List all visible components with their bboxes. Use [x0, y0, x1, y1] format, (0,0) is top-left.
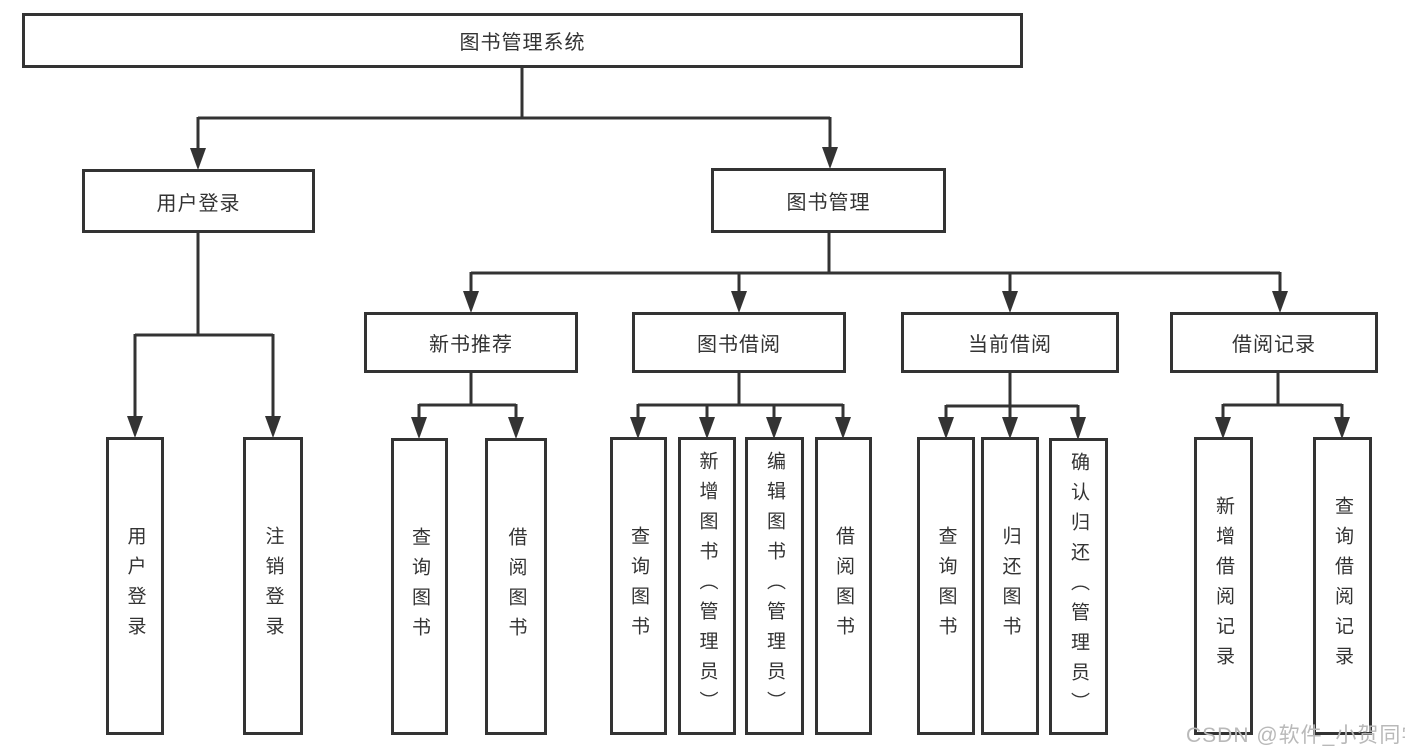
leaf-bb-edit-book-admin: 编辑图书（管理员）	[745, 437, 804, 735]
leaf-bb-query-book: 查询图书	[610, 437, 667, 735]
leaf-bb-borrow-book: 借阅图书	[815, 437, 872, 735]
leaf-nbr-query-book: 查询图书	[391, 438, 448, 735]
leaf-logout-label: 注销登录	[262, 526, 284, 646]
arrowhead-icons	[127, 147, 1350, 440]
node-book-borrow-label: 图书借阅	[697, 334, 781, 356]
node-root-system: 图书管理系统	[22, 13, 1023, 68]
leaf-bb-edit-book-admin-label: 编辑图书（管理员）	[764, 451, 785, 721]
leaf-user-login-label: 用户登录	[124, 526, 146, 646]
leaf-cb-query-book: 查询图书	[917, 437, 975, 735]
node-book-management-label: 图书管理	[786, 192, 871, 214]
node-book-management: 图书管理	[711, 168, 946, 233]
node-user-login: 用户登录	[82, 169, 315, 233]
node-user-login-label: 用户登录	[156, 192, 241, 215]
node-book-borrow: 图书借阅	[632, 312, 846, 373]
leaf-bb-add-book-admin: 新增图书（管理员）	[678, 437, 736, 735]
node-new-book-recommend-label: 新书推荐	[429, 334, 513, 356]
leaf-logout: 注销登录	[243, 437, 303, 735]
leaf-br-add-record-label: 新增借阅记录	[1213, 496, 1234, 676]
node-new-book-recommend: 新书推荐	[364, 312, 578, 373]
node-borrow-record-label: 借阅记录	[1232, 334, 1316, 356]
leaf-bb-query-book-label: 查询图书	[628, 526, 649, 646]
leaf-bb-borrow-book-label: 借阅图书	[833, 526, 854, 646]
node-borrow-record: 借阅记录	[1170, 312, 1378, 373]
leaf-cb-return-book: 归还图书	[981, 437, 1039, 735]
leaf-nbr-query-book-label: 查询图书	[409, 526, 430, 647]
leaf-br-query-record-label: 查询借阅记录	[1332, 496, 1353, 676]
leaf-cb-confirm-return-admin-label: 确认归还（管理员）	[1068, 451, 1089, 722]
leaf-user-login: 用户登录	[106, 437, 164, 735]
node-current-borrow-label: 当前借阅	[968, 334, 1052, 356]
leaf-br-add-record: 新增借阅记录	[1194, 437, 1253, 735]
leaf-nbr-borrow-book-label: 借阅图书	[505, 526, 527, 647]
node-current-borrow: 当前借阅	[901, 312, 1119, 373]
leaf-nbr-borrow-book: 借阅图书	[485, 438, 547, 735]
leaf-br-query-record: 查询借阅记录	[1313, 437, 1372, 735]
leaf-cb-confirm-return-admin: 确认归还（管理员）	[1049, 438, 1108, 735]
leaf-cb-return-book-label: 归还图书	[999, 526, 1021, 646]
leaf-cb-query-book-label: 查询图书	[935, 526, 957, 646]
csdn-watermark: CSDN @软件_小贺同学	[1186, 724, 1405, 747]
leaf-bb-add-book-admin-label: 新增图书（管理员）	[696, 451, 718, 721]
node-root-label: 图书管理系统	[459, 32, 586, 54]
